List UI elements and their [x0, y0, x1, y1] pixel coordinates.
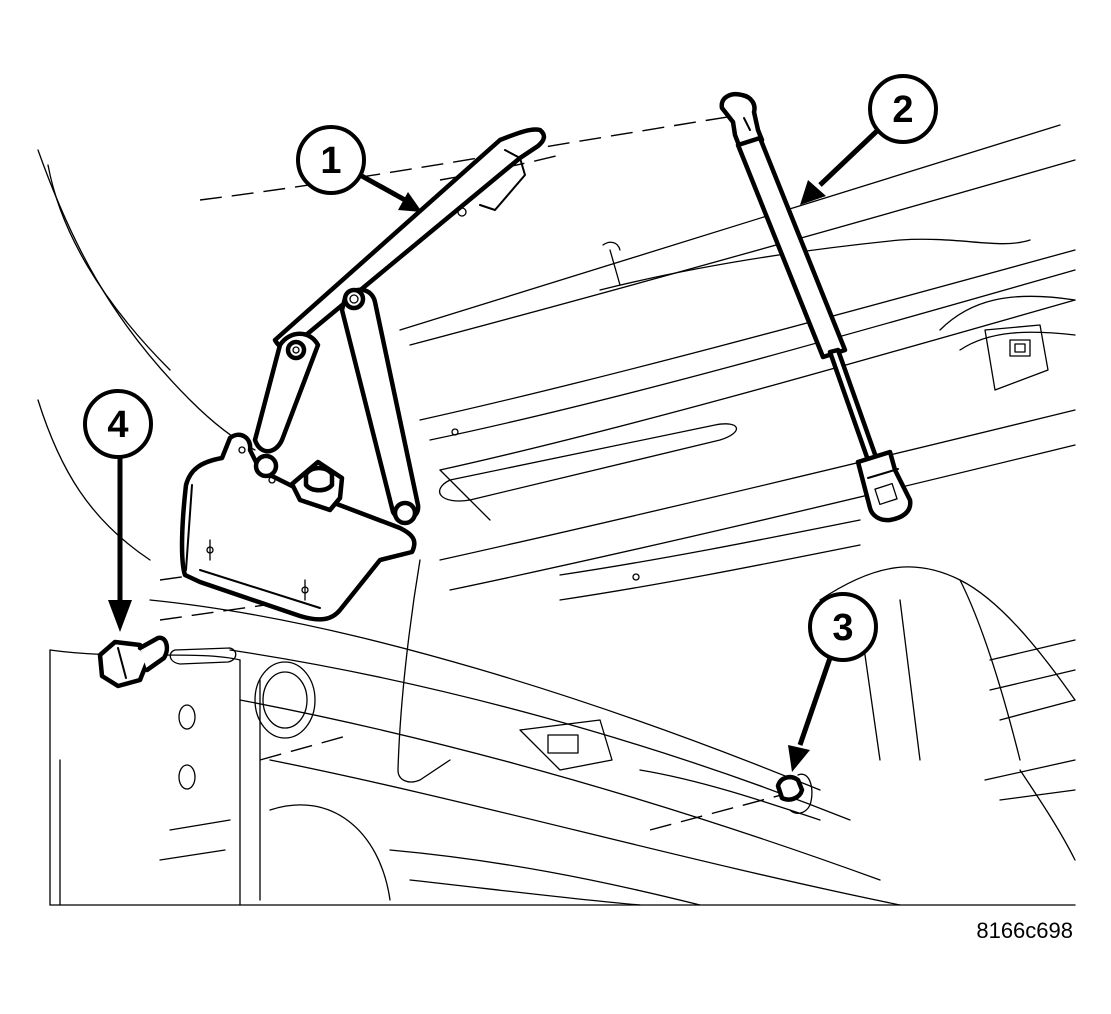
callout-3-arrowhead: [788, 745, 810, 772]
callout-2-label: 2: [892, 89, 913, 131]
hood-prop-rod: [719, 92, 913, 523]
callout-1-circle: [296, 125, 366, 195]
callout-4-arrowhead: [108, 600, 132, 632]
vehicle-body-structure: [37, 114, 1076, 906]
callout-4: 4: [83, 389, 153, 632]
callout-4-label: 4: [107, 404, 128, 446]
callout-3-circle: [808, 592, 878, 662]
callout-1: 1: [296, 125, 422, 212]
figure-id: 8166c698: [976, 918, 1073, 943]
callout-1-label: 1: [320, 140, 341, 182]
callout-2-circle: [868, 74, 938, 144]
hood-hinge: [179, 127, 547, 622]
callout-2-arrowhead: [800, 180, 826, 205]
callout-3-label: 3: [832, 607, 853, 649]
callout-2-leader: [818, 128, 880, 187]
hinge-bolt: [97, 635, 170, 689]
callout-3-leader: [797, 657, 833, 746]
callout-1-leader: [358, 172, 407, 203]
callout-2: 2: [800, 74, 938, 205]
callout-3: 3: [788, 592, 878, 772]
callout-1-arrowhead: [398, 192, 422, 212]
prop-rod-ball-stud: [775, 773, 813, 814]
